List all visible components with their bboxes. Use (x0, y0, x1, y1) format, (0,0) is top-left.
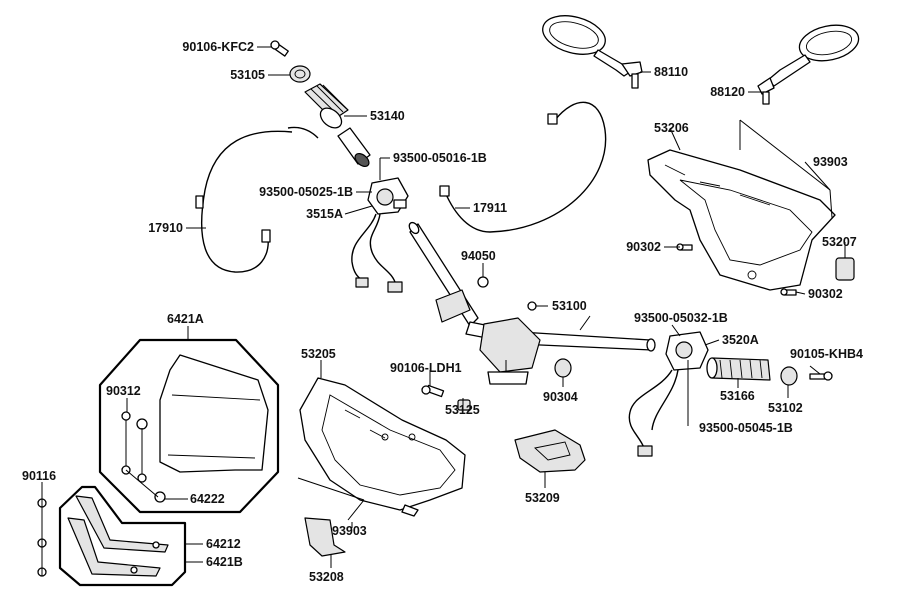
screw-90302-b (780, 288, 797, 296)
label-53208: 53208 (309, 570, 344, 584)
part-labels: 90106-KFC2 53105 53140 93500-05016-1B 93… (22, 40, 863, 584)
label-17911: 17911 (473, 201, 507, 215)
label-90304: 90304 (543, 390, 578, 404)
left-switch-assembly (351, 177, 409, 293)
bracket-screws (37, 490, 47, 577)
label-53166: 53166 (720, 389, 755, 403)
label-90105-khb4: 90105-KHB4 (790, 347, 863, 361)
handlebar (408, 221, 656, 385)
label-53140: 53140 (370, 109, 405, 123)
label-64222: 64222 (190, 492, 225, 506)
right-end-weight (780, 366, 798, 386)
label-90106-ldh1: 90106-LDH1 (390, 361, 462, 375)
windshield-kit-frame (98, 338, 280, 514)
label-53102: 53102 (768, 401, 803, 415)
panel-53208 (304, 517, 346, 557)
right-switch-assembly (628, 331, 709, 457)
brackets (67, 495, 169, 577)
label-88120: 88120 (710, 85, 745, 99)
label-53105: 53105 (230, 68, 265, 82)
label-90302-left: 90302 (626, 240, 661, 254)
label-6421b: 6421B (206, 555, 243, 569)
label-90106-kfc2: 90106-KFC2 (182, 40, 254, 54)
windshield (159, 354, 269, 473)
grip-end-weight (289, 65, 311, 83)
bracket-kit-frame (58, 485, 187, 587)
label-6421a: 6421A (167, 312, 204, 326)
right-grip-bolt (809, 371, 833, 381)
right-mirror (757, 24, 860, 105)
windshield-screws (121, 411, 166, 503)
label-94050: 94050 (461, 249, 496, 263)
throttle-tube (337, 127, 371, 168)
cap-53207 (835, 257, 855, 281)
label-88110: 88110 (654, 65, 688, 79)
left-grip (304, 83, 349, 129)
label-93903-top: 93903 (813, 155, 848, 169)
label-90312: 90312 (106, 384, 141, 398)
right-grip (706, 357, 771, 381)
pad-53209 (514, 429, 586, 473)
label-17910: 17910 (148, 221, 183, 235)
label-53125: 53125 (445, 403, 480, 417)
handlebar-nut (457, 399, 471, 411)
leader-lines (41, 46, 846, 568)
label-3515a: 3515A (306, 207, 343, 221)
label-93500-05016-1b: 93500-05016-1B (393, 151, 487, 165)
label-90302-right: 90302 (808, 287, 843, 301)
label-93500-05025-1b: 93500-05025-1B (259, 185, 353, 199)
label-93500-05045-1b: 93500-05045-1B (699, 421, 793, 435)
label-53100: 53100 (552, 299, 587, 313)
grip-bolt (270, 40, 289, 57)
label-93500-05032-1b: 93500-05032-1B (634, 311, 728, 325)
handlebar-bolt (421, 384, 445, 398)
rear-handlebar-cover (299, 377, 466, 517)
front-handlebar-cover (647, 149, 836, 291)
nut-90304 (554, 358, 572, 378)
label-3520a: 3520A (722, 333, 759, 347)
left-mirror (542, 15, 643, 89)
label-53206: 53206 (654, 121, 689, 135)
label-53205: 53205 (301, 347, 336, 361)
label-90116: 90116 (22, 469, 56, 483)
throttle-cable (195, 126, 319, 273)
label-53209: 53209 (525, 491, 560, 505)
label-93903-bottom: 93903 (332, 524, 367, 538)
washer-94050 (477, 276, 537, 311)
screw-93903-set (297, 119, 833, 521)
label-64212: 64212 (206, 537, 241, 551)
label-53207: 53207 (822, 235, 857, 249)
speedometer-cable (439, 101, 607, 233)
